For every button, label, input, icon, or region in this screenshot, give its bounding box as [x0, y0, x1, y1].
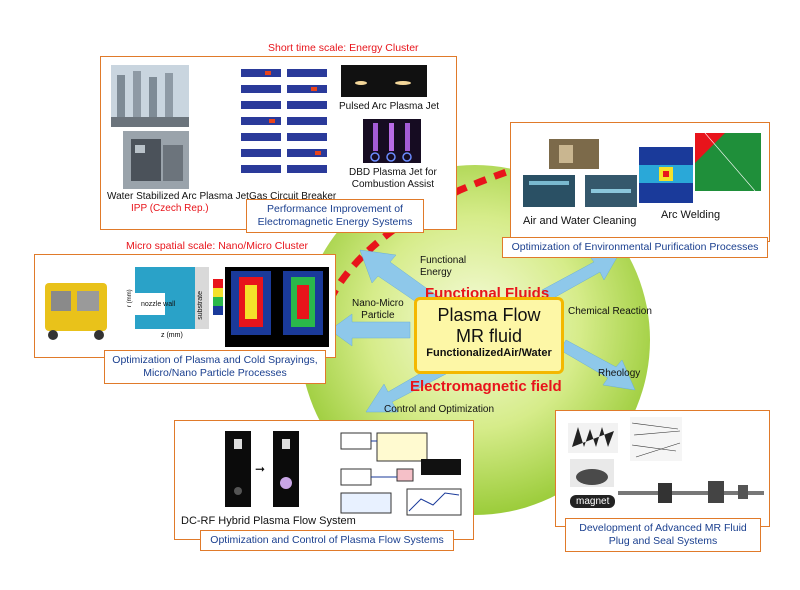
- env-cluster-caption: Optimization of Environmental Purificati…: [502, 237, 768, 258]
- dbd-jet-photo: [363, 119, 421, 163]
- mr-fluid-panel: magnet: [555, 410, 770, 527]
- colorbar: [213, 279, 223, 315]
- plasma-flow-panel: ➞ DC-RF Hybrid Plasma Flow System: [174, 420, 474, 540]
- transition-arrow: ➞: [255, 462, 266, 476]
- arrow-label-functional-energy: Functional Energy: [420, 255, 467, 278]
- electromagnetic-field-label: Electromagnetic field: [410, 378, 562, 395]
- mr-fluid-photo: [570, 459, 614, 487]
- spray-machine-photo: [39, 267, 115, 343]
- dbd-label: DBD Plasma Jet for Combustion Assist: [349, 167, 437, 190]
- svg-text:r (mm): r (mm): [127, 289, 133, 307]
- center-line2: MR fluid: [455, 326, 522, 346]
- arrow-down-left: [365, 361, 447, 413]
- magnetic-fluid-photo: [568, 423, 618, 453]
- energy-cluster-title: Short time scale: Energy Cluster: [268, 42, 419, 54]
- microstructure-image: [630, 417, 682, 461]
- nano-cluster-title: Micro spatial scale: Nano/Micro Cluster: [126, 240, 309, 252]
- center-line1: Plasma Flow: [437, 305, 541, 325]
- cleaning-photo-left: [523, 175, 575, 207]
- cleaning-photo-right: [585, 175, 637, 207]
- center-line3: FunctionalizedAir/Water: [426, 347, 552, 359]
- arrow-label-rheology: Rheology: [598, 368, 641, 379]
- water-jet-label: Water Stabilized Arc Plasma Jet: [107, 191, 249, 202]
- plasma-flow-caption: Optimization and Control of Plasma Flow …: [200, 530, 454, 551]
- arrow-label-chemical: Chemical Reaction: [568, 306, 652, 317]
- env-cluster-panel: Air and Water Cleaning Arc Welding: [510, 122, 770, 242]
- arc-welding-phase-map: [695, 133, 761, 191]
- rf-plasma-photo: [273, 431, 299, 507]
- temperature-field: [225, 267, 329, 347]
- arrow-label-control: Control and Optimization: [384, 404, 495, 415]
- arc-welding-label: Arc Welding: [661, 209, 721, 221]
- control-schematic: [337, 429, 467, 519]
- nozzle-simulation: r (mm) z (mm): [127, 267, 209, 339]
- arc-welding-simulation: [639, 147, 693, 203]
- svg-text:z (mm): z (mm): [161, 332, 183, 339]
- nano-cluster-panel: r (mm) z (mm) nozzle wall substrate: [34, 254, 336, 358]
- gas-breaker-label: Gas Circuit Breaker: [249, 191, 337, 202]
- dcrf-label: DC-RF Hybrid Plasma Flow System: [181, 515, 356, 527]
- substrate-label: substrate: [197, 291, 204, 320]
- mr-fluid-caption: Development of Advanced MR Fluid Plug an…: [565, 518, 761, 552]
- center-box: Plasma Flow MR fluid FunctionalizedAir/W…: [414, 297, 564, 374]
- energy-cluster-panel: Water Stabilized Arc Plasma Jet IPP (Cze…: [100, 56, 457, 230]
- energy-cluster-caption: Performance Improvement of Electromagnet…: [246, 199, 424, 233]
- nano-cluster-caption: Optimization of Plasma and Cold Spraying…: [104, 350, 326, 384]
- magnet-label: magnet: [570, 495, 616, 508]
- gas-breaker-simulation: [239, 63, 331, 187]
- seal-apparatus-photo: [618, 475, 764, 509]
- arrow-label-nano-micro: Nano-Micro Particle: [352, 298, 404, 321]
- air-water-label: Air and Water Cleaning: [523, 215, 637, 227]
- pulsed-jet-label: Pulsed Arc Plasma Jet: [339, 101, 440, 112]
- pulsed-jet-photo: [341, 65, 427, 97]
- substation-photo: [111, 65, 189, 127]
- arrow-left: [329, 313, 411, 347]
- nozzle-wall-label: nozzle wall: [141, 301, 176, 308]
- water-jet-photo: [123, 131, 189, 189]
- arrow-down-right: [559, 339, 636, 391]
- dc-plasma-photo: [225, 431, 251, 507]
- ipp-label: IPP (Czech Rep.): [131, 203, 209, 214]
- cleaning-photo-top: [549, 139, 599, 169]
